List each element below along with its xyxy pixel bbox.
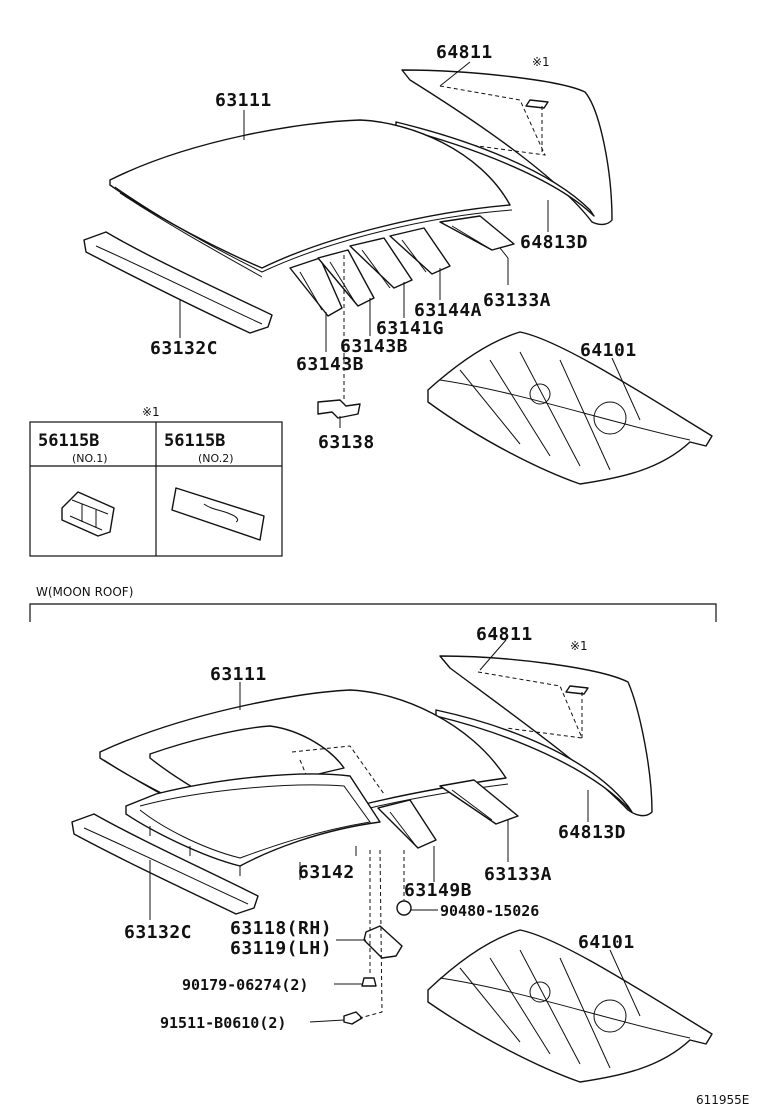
clip-no1-drawing bbox=[61, 491, 115, 537]
mr-label-bolt: 91511-B0610(2) bbox=[160, 1014, 286, 1032]
mr-label-glass-dam: 64813D bbox=[558, 822, 626, 843]
mr-rear-header-drawing bbox=[377, 779, 519, 849]
label-front-header: 63132C bbox=[150, 338, 218, 359]
label-roof-panel: 63111 bbox=[215, 90, 272, 111]
figure-code: 611955E bbox=[696, 1093, 749, 1107]
legend-mark: ※1 bbox=[142, 405, 160, 419]
mr-glass-dam-drawing bbox=[435, 709, 633, 813]
section-bracket-line bbox=[29, 603, 717, 622]
label-roof-bow-b1: 63143B bbox=[340, 336, 408, 357]
label-roof-bow-b2: 63143B bbox=[296, 354, 364, 375]
package-tray-drawing bbox=[427, 331, 713, 485]
mr-label-clip: 90480-15026 bbox=[440, 902, 539, 920]
mr-housing-drawing bbox=[125, 773, 381, 880]
label-bracket: 63138 bbox=[318, 432, 375, 453]
legend-col2-sub: (NO.2) bbox=[198, 452, 234, 465]
moon-roof-section: W(MOON ROOF) bbox=[29, 585, 717, 1083]
mr-label-rear-header: 63133A bbox=[484, 864, 552, 885]
roof-panel-drawing bbox=[109, 119, 513, 278]
label-roof-bow-a: 63144A bbox=[414, 300, 482, 321]
mr-label-bracket-rh: 63118(RH) bbox=[230, 918, 332, 939]
front-header-drawing bbox=[83, 231, 273, 334]
mr-label-front-header: 63132C bbox=[124, 922, 192, 943]
section-title: W(MOON ROOF) bbox=[36, 585, 133, 599]
top-leaders bbox=[179, 61, 641, 428]
top-section: 64811 ※1 63111 64813D 63133A 63144A 6314… bbox=[29, 42, 713, 557]
legend-col1-part: 56115B bbox=[38, 431, 99, 451]
mr-front-header-drawing bbox=[71, 813, 259, 915]
mr-label-nut: 90179-06274(2) bbox=[182, 976, 308, 994]
mr-label-roof-bow: 63149B bbox=[404, 880, 472, 901]
label-glass-dam: 64813D bbox=[520, 232, 588, 253]
mr-label-package-tray: 64101 bbox=[578, 932, 635, 953]
clip-no2-drawing bbox=[171, 487, 265, 541]
mr-label-back-glass: 64811 bbox=[476, 624, 533, 645]
legend-col1-sub: (NO.1) bbox=[72, 452, 108, 465]
label-package-tray: 64101 bbox=[580, 340, 637, 361]
label-roof-bow-g: 63141G bbox=[376, 318, 444, 339]
mr-fasteners-drawing bbox=[343, 849, 412, 1025]
label-rear-header: 63133A bbox=[483, 290, 551, 311]
mr-label-note-mark: ※1 bbox=[570, 639, 588, 653]
mr-back-glass-drawing bbox=[439, 655, 653, 817]
bracket-drawing bbox=[317, 255, 361, 419]
roof-bows-drawing bbox=[289, 215, 515, 317]
mr-leaders bbox=[149, 639, 641, 1023]
mr-label-housing: 63142 bbox=[298, 862, 355, 883]
legend-box: ※1 56115B (NO.1) 56115B (NO.2) bbox=[29, 405, 283, 557]
mr-package-tray-drawing bbox=[427, 929, 713, 1083]
label-back-glass: 64811 bbox=[436, 42, 493, 63]
label-note-mark: ※1 bbox=[532, 55, 550, 69]
mr-label-bracket-lh: 63119(LH) bbox=[230, 938, 332, 959]
mr-label-roof-panel: 63111 bbox=[210, 664, 267, 685]
legend-col2-part: 56115B bbox=[164, 431, 225, 451]
